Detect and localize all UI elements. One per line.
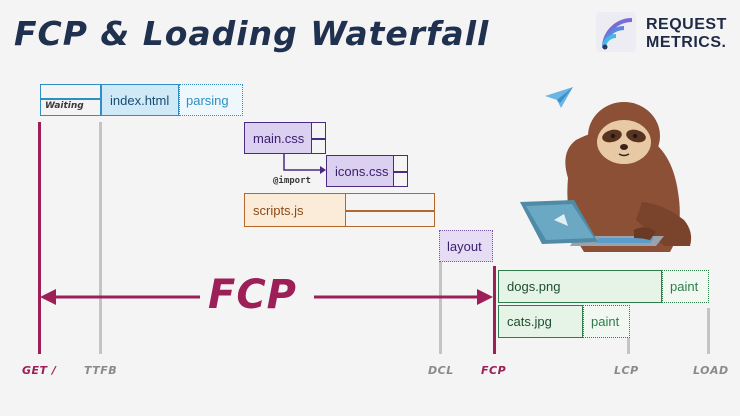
icons-css-tail-divider: [394, 171, 407, 173]
fcp-double-arrow: [40, 289, 493, 305]
layout-label: layout: [447, 238, 482, 254]
marker-get: GET /: [22, 364, 57, 377]
load-line: [707, 308, 710, 354]
paper-plane-icon: [545, 87, 573, 108]
fcp-line: [493, 266, 496, 354]
waiting-label: Waiting: [45, 101, 84, 111]
layout-box: layout: [439, 230, 493, 262]
waiting-box: Waiting: [40, 84, 101, 116]
icons-css-box: icons.css: [326, 155, 394, 187]
page-title: FCP & Loading Waterfall: [14, 14, 490, 53]
lcp-line: [627, 338, 630, 354]
dogs-paint-label: paint: [670, 279, 699, 294]
import-arrow: [283, 154, 326, 174]
scripts-js-box: scripts.js: [244, 193, 346, 227]
icons-css-label: icons.css: [335, 163, 389, 179]
ttfb-line: [99, 122, 102, 354]
main-css-label: main.css: [253, 130, 305, 146]
marker-lcp: LCP: [614, 364, 639, 377]
main-css-box: main.css: [244, 122, 312, 154]
main-css-tail-divider: [312, 138, 325, 140]
logo-line-1: REQUEST: [646, 16, 727, 33]
main-css-tail: [312, 122, 326, 154]
dogs-paint-box: paint: [662, 270, 709, 303]
marker-dcl: DCL: [428, 364, 454, 377]
index-html-box: index.html: [101, 84, 179, 116]
parsing-box: parsing: [179, 84, 243, 116]
dogs-png-box: dogs.png: [498, 270, 662, 303]
cats-paint-box: paint: [583, 305, 630, 338]
icons-css-tail: [394, 155, 408, 187]
get-line: [38, 122, 41, 354]
cats-jpg-box: cats.jpg: [498, 305, 583, 338]
marker-load: LOAD: [693, 364, 729, 377]
scripts-js-label: scripts.js: [253, 202, 304, 218]
logo: REQUEST METRICS.: [596, 10, 736, 56]
cats-paint-label: paint: [591, 314, 620, 329]
parsing-label: parsing: [186, 92, 229, 108]
sloth-with-laptop-illustration: [520, 102, 692, 252]
dcl-line: [439, 262, 442, 354]
import-label: @import: [273, 176, 311, 186]
index-html-label: index.html: [110, 92, 170, 108]
marker-ttfb: TTFB: [84, 364, 118, 377]
scripts-js-tail: [346, 193, 435, 227]
dogs-png-label: dogs.png: [507, 279, 561, 294]
marker-fcp: FCP: [481, 364, 507, 377]
cats-jpg-label: cats.jpg: [507, 314, 552, 329]
scripts-js-tail-divider: [346, 210, 434, 212]
waiting-divider: [41, 98, 100, 100]
logo-line-2: METRICS.: [646, 34, 727, 51]
request-metrics-logo-icon: [596, 12, 636, 52]
fcp-big-label: FCP: [208, 272, 297, 318]
